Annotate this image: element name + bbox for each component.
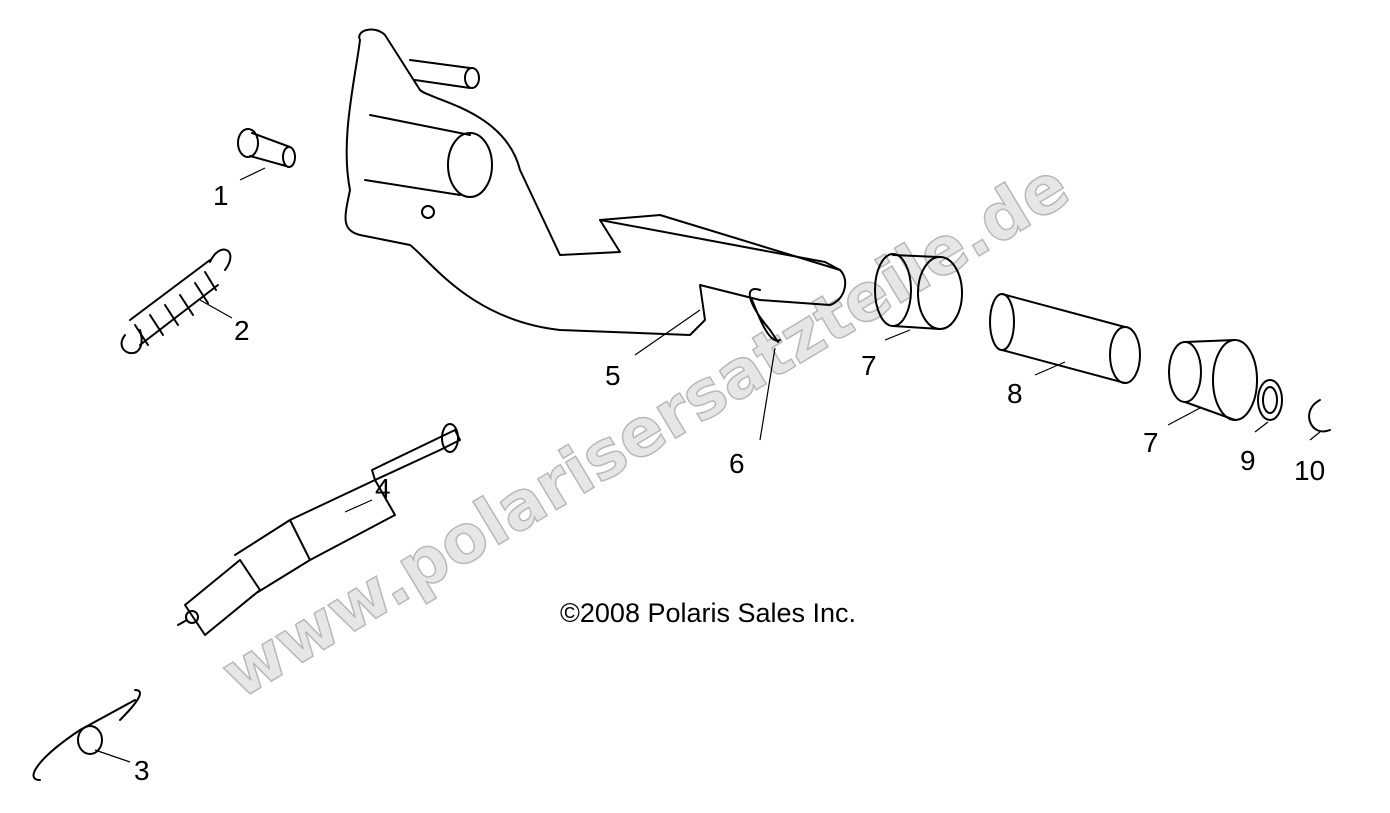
part-pin [237,128,296,168]
callout-9: 9 [1240,445,1256,476]
callout-3: 3 [134,755,150,786]
callout-5: 5 [605,360,621,391]
part-brake-switch [177,423,461,636]
part-brake-pedal [344,28,847,336]
part-torsion-spring [32,689,141,781]
part-e-clip [1308,399,1331,433]
callout-8: 8 [1007,378,1023,409]
callout-6: 6 [729,448,745,479]
part-sleeve [989,293,1141,384]
copyright: ©2008 Polaris Sales Inc. [560,598,856,628]
watermark: www.polarisersatzteile.de [209,147,1082,714]
callout-1: 1 [213,180,229,211]
callout-2: 2 [234,315,250,346]
part-flanged-bushing [874,253,963,330]
callout-7a: 7 [861,350,877,381]
callout-7b: 7 [1143,427,1159,458]
part-washer [1257,379,1283,421]
leader-lines [94,167,1321,763]
callout-10: 10 [1294,455,1325,486]
callout-4: 4 [375,473,391,504]
part-hairpin-clip [748,288,781,343]
part-flanged-bushing-2 [1168,339,1258,421]
part-spring [120,248,232,355]
